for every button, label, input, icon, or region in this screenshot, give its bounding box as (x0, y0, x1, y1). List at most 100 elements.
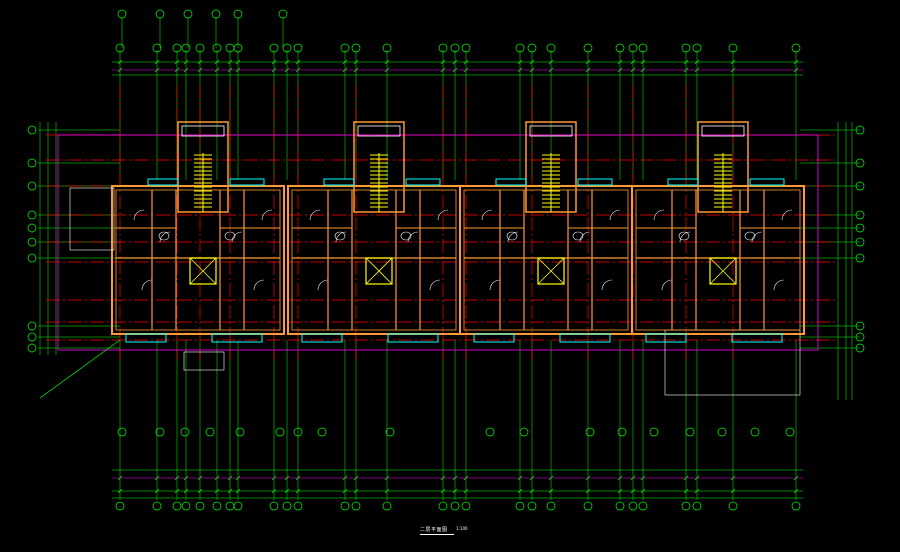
axis-bubble-icon (855, 223, 865, 233)
sanitary-fixture (506, 231, 518, 241)
axis-bubble-icon (27, 125, 37, 135)
elevator-frame (365, 257, 393, 285)
unit-outer-wall (631, 185, 805, 335)
axis-bubble-icon (27, 237, 37, 247)
axis-bubble-icon (269, 43, 279, 53)
balcony-bottom (473, 333, 515, 343)
sanitary-fixture (158, 231, 170, 241)
north-leader-icon (39, 339, 121, 399)
axis-bubble-icon (585, 427, 595, 437)
unit-outer-wall (459, 185, 633, 335)
door-swing (661, 279, 673, 291)
axis-bubble-icon (351, 501, 361, 511)
axis-bubble-icon (115, 43, 125, 53)
axis-bubble-icon (340, 501, 350, 511)
axis-bubble-icon (527, 43, 537, 53)
axis-bubble-icon (461, 501, 471, 511)
stair-window (701, 125, 745, 137)
unit-3 (459, 121, 633, 343)
axis-bubble-icon (117, 9, 127, 19)
axis-bubble-icon (212, 43, 222, 53)
axis-bubble-icon (583, 501, 593, 511)
balcony-bottom (387, 333, 439, 343)
unit-inner-wall (635, 189, 801, 331)
entrance-canopy (183, 351, 225, 371)
axis-bubble-icon (27, 158, 37, 168)
stair-icon (542, 153, 560, 212)
door-swing (507, 231, 519, 243)
axis-bubble-icon (855, 253, 865, 263)
window-top (147, 178, 179, 186)
elevator-shaft-icon (709, 257, 737, 285)
axis-bubble-icon (546, 43, 556, 53)
drawing-title: 二层平面图 (420, 527, 448, 533)
axis-bubble-icon (628, 501, 638, 511)
axis-bubble-icon (117, 427, 127, 437)
window-top (323, 178, 355, 186)
annex-outline (69, 187, 115, 251)
axis-bubble-icon (27, 181, 37, 191)
axis-bubble-icon (282, 501, 292, 511)
axis-bubble-icon (183, 9, 193, 19)
axis-bubble-icon (211, 9, 221, 19)
axis-bubble-icon (27, 321, 37, 331)
axis-bubble-icon (855, 125, 865, 135)
door-swing (653, 209, 665, 221)
axis-bubble-icon (293, 501, 303, 511)
window-top (495, 178, 527, 186)
axis-bubble-icon (461, 43, 471, 53)
axis-bubble-icon (382, 501, 392, 511)
axis-bubbles (27, 9, 865, 511)
axis-bubble-icon (649, 427, 659, 437)
door-swing (335, 231, 347, 243)
elevator-cross (365, 257, 393, 285)
axis-bubble-icon (115, 501, 125, 511)
axis-bubble-icon (692, 43, 702, 53)
axis-bubble-icon (692, 501, 702, 511)
axis-bubble-icon (681, 43, 691, 53)
axis-bubble-icon (615, 43, 625, 53)
door-swing (317, 279, 329, 291)
axis-bubble-icon (855, 158, 865, 168)
axis-bubble-icon (385, 427, 395, 437)
axis-grid-lines (38, 50, 860, 500)
axis-bubble-icon (855, 321, 865, 331)
axis-bubble-icon (638, 43, 648, 53)
elevator-frame (537, 257, 565, 285)
door-swing (141, 279, 153, 291)
axis-bubble-icon (172, 43, 182, 53)
axis-bubble-icon (180, 427, 190, 437)
door-swing (781, 209, 793, 221)
axis-bubble-icon (233, 501, 243, 511)
door-swing (159, 231, 171, 243)
axis-bubble-icon (212, 501, 222, 511)
door-swing (309, 209, 321, 221)
window-top (577, 178, 613, 186)
axis-bubble-icon (681, 501, 691, 511)
title-underline (420, 534, 454, 535)
axis-bubble-icon (172, 501, 182, 511)
door-swing (261, 209, 273, 221)
axis-bubble-icon (717, 427, 727, 437)
axis-bubble-icon (617, 427, 627, 437)
unit-outer-wall (111, 185, 285, 335)
axis-bubble-icon (855, 210, 865, 220)
door-swing (679, 231, 691, 243)
annotations (39, 187, 225, 399)
stair-icon (714, 153, 732, 212)
axis-bubble-icon (181, 501, 191, 511)
unit-inner-wall (291, 189, 457, 331)
axis-bubble-icon (155, 9, 165, 19)
dwelling-units (111, 121, 805, 343)
door-swing (437, 209, 449, 221)
door-swing (609, 209, 621, 221)
sanitary-fixture (678, 231, 690, 241)
window-top (749, 178, 785, 186)
sanitary-fixture (334, 231, 346, 241)
axis-bubble-icon (438, 43, 448, 53)
unit-2 (287, 121, 461, 343)
axis-bubble-icon (351, 43, 361, 53)
axis-bubble-icon (855, 181, 865, 191)
balcony-bottom (645, 333, 687, 343)
